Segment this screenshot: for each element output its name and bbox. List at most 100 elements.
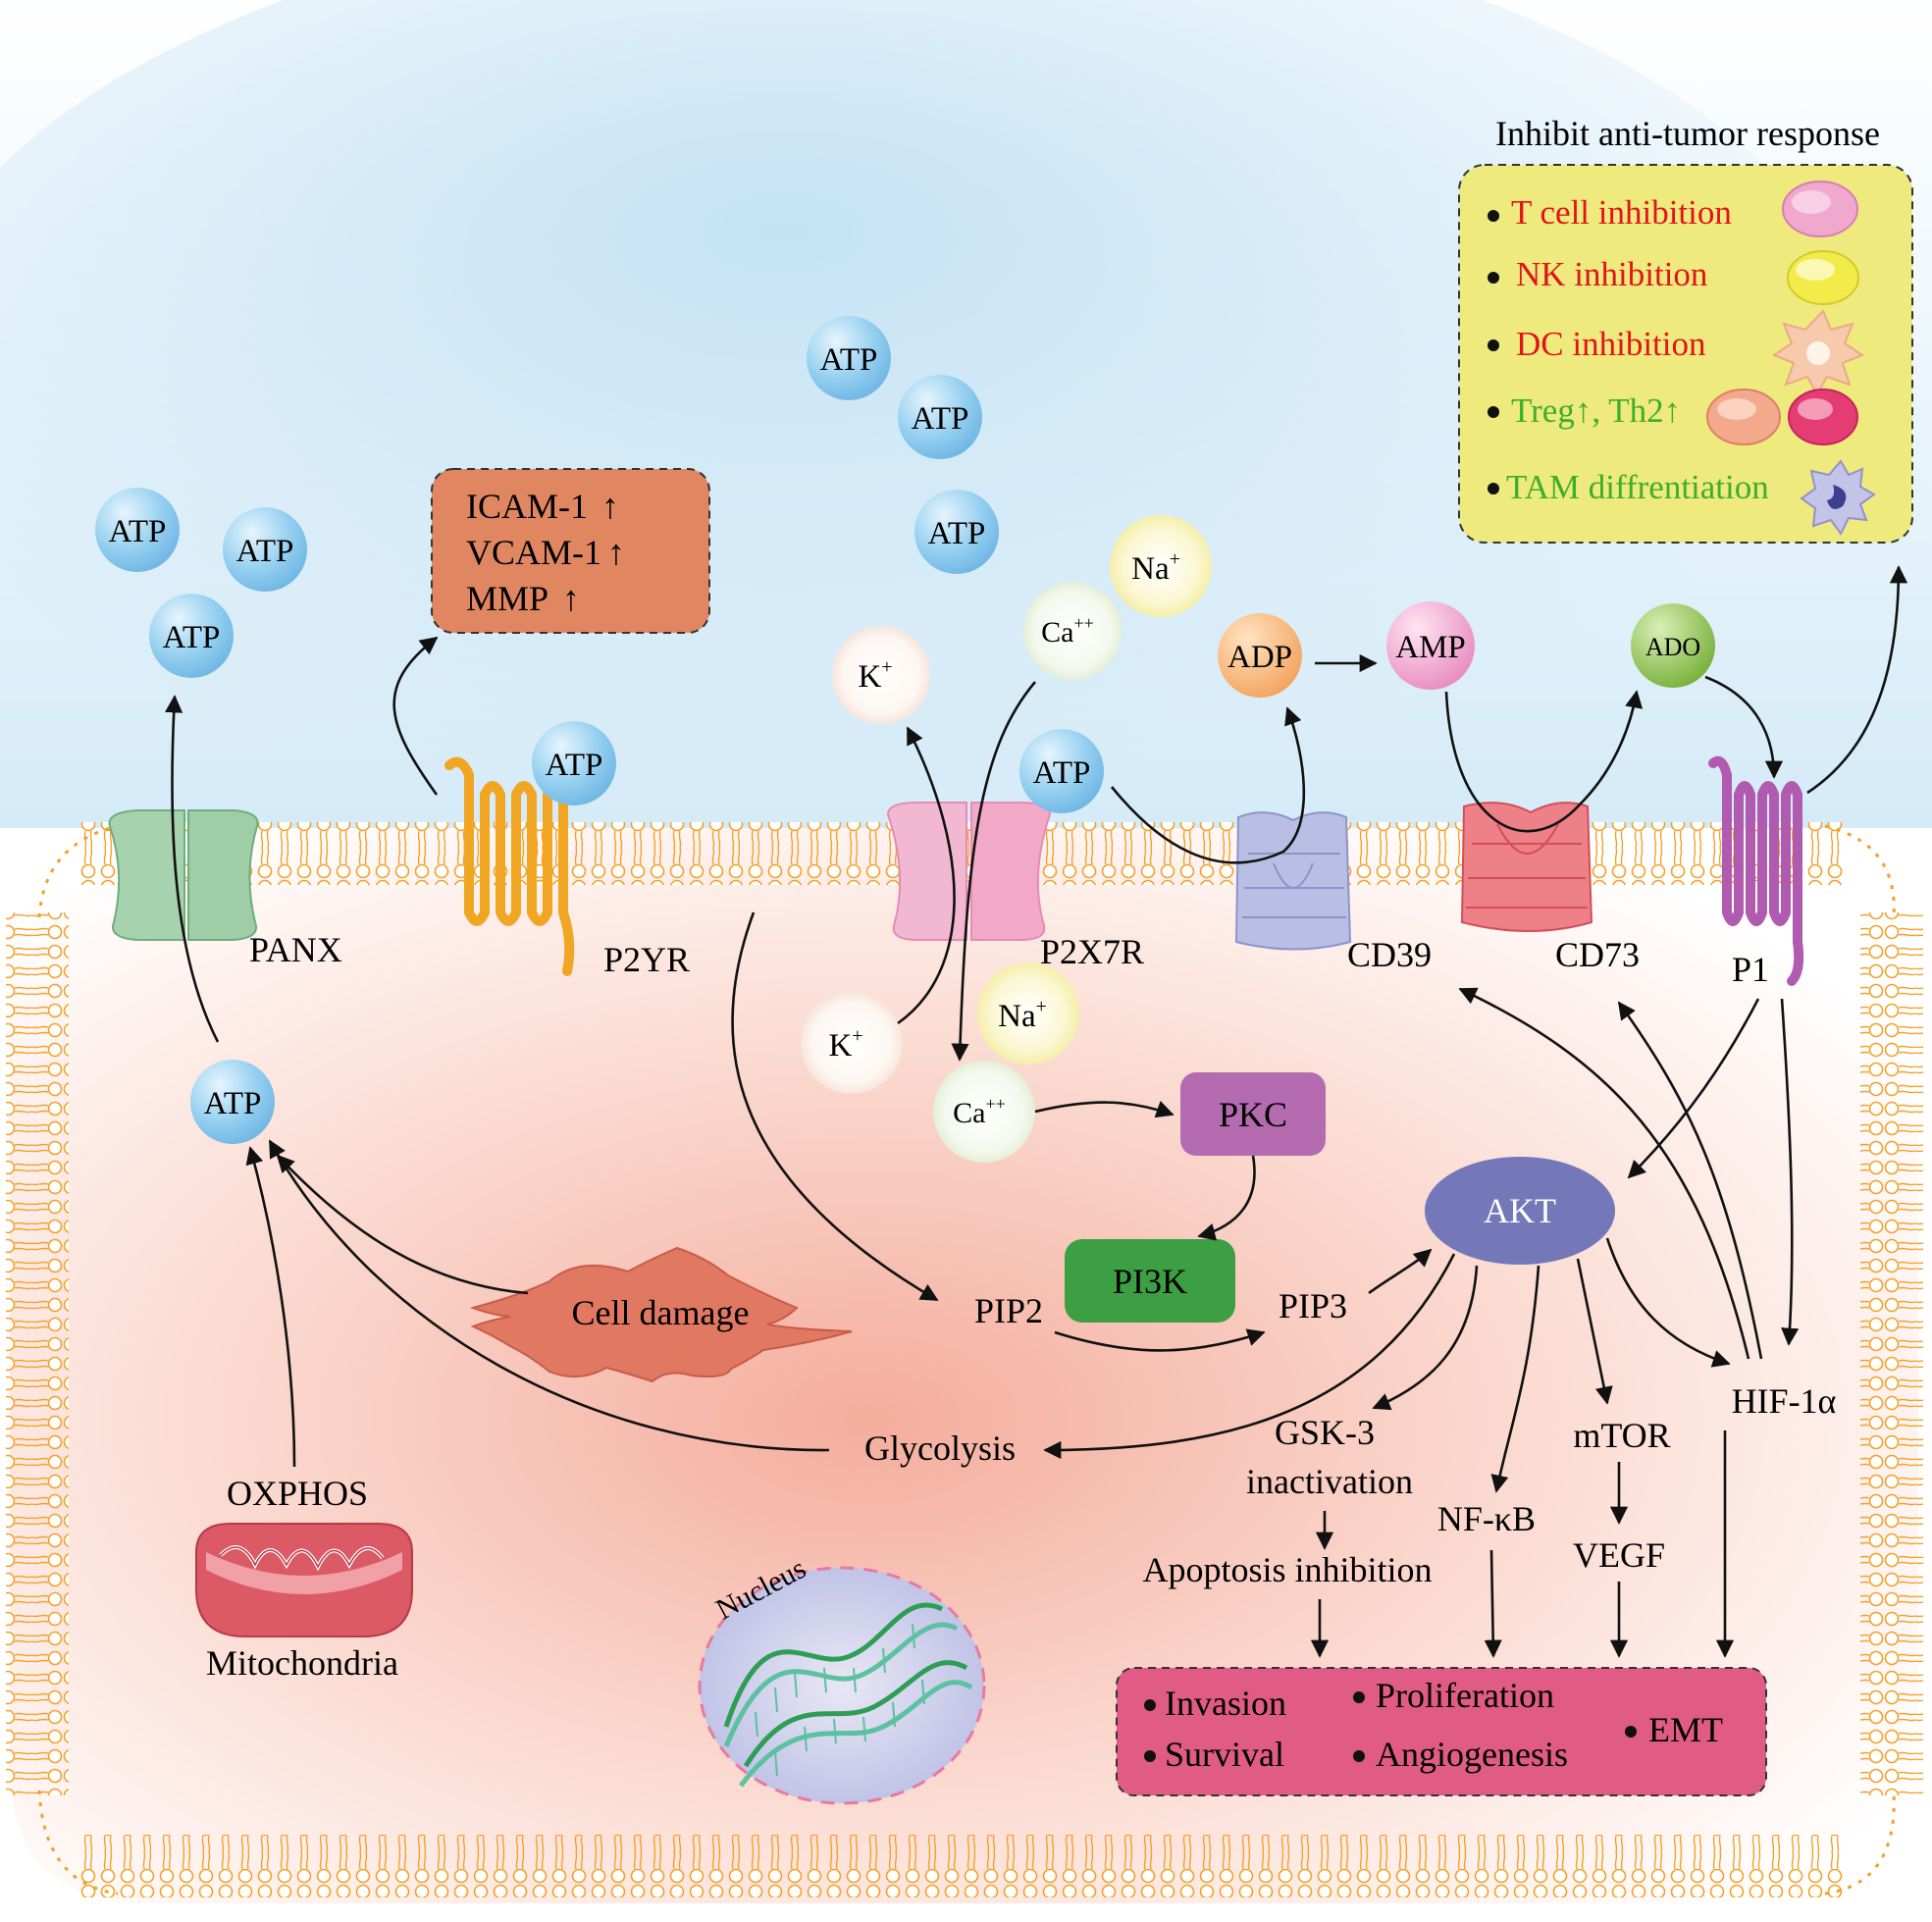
mitochondria-label: Mitochondria xyxy=(206,1643,398,1683)
svg-text:ATP: ATP xyxy=(546,748,603,783)
svg-text:PKC: PKC xyxy=(1219,1095,1287,1134)
arrow-damage-atp xyxy=(276,1154,529,1295)
cell-damage-icon xyxy=(469,1246,853,1383)
outcome-invasion: Invasion xyxy=(1165,1684,1286,1723)
tumor-outcome-box: Invasion Survival Proliferation Angiogen… xyxy=(1116,1667,1767,1796)
svg-text:K+: K+ xyxy=(828,1025,862,1064)
svg-text:Ca++: Ca++ xyxy=(1041,613,1094,649)
cytoplasm xyxy=(10,828,1918,1903)
intracellular-calcium-ion: Ca++ xyxy=(933,1061,1035,1163)
sodium-ion: Na+ xyxy=(1110,515,1212,617)
dendritic-cell-icon xyxy=(1771,309,1865,397)
intracellular-atp: ATP xyxy=(190,1060,275,1144)
svg-text:ATP: ATP xyxy=(820,342,878,378)
arrow-atp-adp xyxy=(1110,706,1306,864)
cd73-enzyme-icon xyxy=(1460,802,1593,932)
svg-text:PI3K: PI3K xyxy=(1113,1262,1187,1301)
outcome-survival: Survival xyxy=(1165,1735,1284,1774)
t-cell-icon xyxy=(1782,181,1858,237)
arrow-akt-gsk3 xyxy=(1372,1265,1479,1411)
atp-molecule: ATP xyxy=(532,721,616,805)
arrow-ca-pkc xyxy=(1034,1100,1175,1118)
arrow-ca-influx xyxy=(951,681,1036,1062)
arrow-pkc-pi3k xyxy=(1197,1155,1256,1241)
vegf-label: VEGF xyxy=(1573,1535,1665,1575)
arrow-nfkb-outcome xyxy=(1484,1549,1502,1658)
p1-receptor-icon xyxy=(1708,755,1804,986)
nfkb-label: NF-κB xyxy=(1437,1499,1536,1538)
cd39-enzyme-icon xyxy=(1234,811,1352,951)
svg-text:AMP: AMP xyxy=(1395,630,1466,665)
outcome-angiogenesis: Angiogenesis xyxy=(1376,1735,1568,1774)
p2yr-label: P2YR xyxy=(603,940,690,979)
calcium-ion: Ca++ xyxy=(1023,582,1122,680)
svg-text:ICAM-1↑: ICAM-1↑ xyxy=(466,487,619,526)
immune-item-label: T cell inhibition xyxy=(1511,193,1732,232)
arrow-hif-cd73 xyxy=(1617,1001,1763,1360)
pi3k-node: PI3K xyxy=(1065,1239,1235,1323)
cd73-label: CD73 xyxy=(1555,935,1640,974)
arrow-hif-cd39 xyxy=(1458,987,1750,1360)
akt-node: AKT xyxy=(1425,1157,1615,1265)
pathway-arrows xyxy=(165,565,1908,1658)
svg-text:Na+: Na+ xyxy=(1131,548,1180,587)
arrow-glycolysis-atp xyxy=(268,1139,830,1452)
arrow-akt-glycolysis xyxy=(1043,1253,1456,1460)
arrow-p2yr-adhesion xyxy=(392,636,439,796)
arrow-akt-nfkb xyxy=(1490,1265,1540,1493)
arrow-ado-p1 xyxy=(1704,675,1784,779)
outcome-emt: EMT xyxy=(1648,1710,1723,1749)
p2x7r-label: P2X7R xyxy=(1040,932,1144,971)
potassium-ion: K+ xyxy=(832,626,930,724)
svg-text:K+: K+ xyxy=(858,656,892,695)
immune-item-label: NK inhibition xyxy=(1516,255,1707,293)
arrow-p1-hif xyxy=(1780,998,1800,1346)
arrow-membrane-pip2 xyxy=(731,911,939,1302)
adhesion-molecule-box: ICAM-1↑ VCAM-1↑ MMP↑ xyxy=(431,468,710,634)
svg-text:ATP: ATP xyxy=(109,514,167,549)
atp-molecule: ATP xyxy=(149,594,234,678)
cd39-label: CD39 xyxy=(1347,935,1432,974)
arrow-oxphos-atp xyxy=(245,1146,296,1468)
svg-text:ADP: ADP xyxy=(1227,640,1292,675)
mtor-label: mTOR xyxy=(1573,1416,1670,1455)
oxphos-label: OXPHOS xyxy=(227,1474,368,1513)
nk-cell-icon xyxy=(1787,250,1859,305)
mitochondria-icon xyxy=(195,1523,413,1637)
atp-molecule: ATP xyxy=(1019,729,1104,813)
atp-molecule: ATP xyxy=(898,375,982,459)
arrow-k-efflux xyxy=(897,726,956,1025)
immune-inhibition-box: T cell inhibition NK inhibition DC inhib… xyxy=(1458,164,1913,544)
arrow-amp-ado xyxy=(1444,690,1644,833)
outcome-proliferation: Proliferation xyxy=(1376,1676,1554,1715)
arrow-akt-mtor xyxy=(1576,1258,1613,1405)
intracellular-sodium-ion: Na+ xyxy=(977,962,1079,1065)
svg-text:AKT: AKT xyxy=(1484,1191,1556,1230)
ado-molecule: ADO xyxy=(1631,603,1715,688)
svg-text:ATP: ATP xyxy=(912,401,969,437)
atp-molecule: ATP xyxy=(223,507,307,592)
arrow-pip3-akt xyxy=(1368,1248,1433,1295)
svg-text:ATP: ATP xyxy=(204,1086,262,1121)
intracellular-potassium-ion: K+ xyxy=(801,992,903,1094)
treg-th2-cells-icon xyxy=(1706,389,1858,445)
hif1a-label: HIF-1α xyxy=(1732,1381,1837,1421)
svg-text:VCAM-1↑: VCAM-1↑ xyxy=(466,533,625,572)
gsk3-label-line1: GSK-3 xyxy=(1275,1413,1375,1452)
svg-text:Ca++: Ca++ xyxy=(953,1094,1006,1129)
macrophage-icon xyxy=(1800,459,1876,536)
cell-damage-label: Cell damage xyxy=(572,1293,750,1332)
immune-item-label: DC inhibition xyxy=(1516,325,1706,363)
arrow-pip2-pip3 xyxy=(1054,1328,1266,1352)
atp-molecule: ATP xyxy=(914,490,999,574)
svg-text:MMP↑: MMP↑ xyxy=(466,579,580,618)
svg-text:ATP: ATP xyxy=(928,516,986,551)
pip3-label: PIP3 xyxy=(1279,1286,1347,1325)
pip2-label: PIP2 xyxy=(974,1291,1043,1330)
panx-label: PANX xyxy=(249,930,342,969)
pkc-node: PKC xyxy=(1180,1072,1326,1156)
immune-item-label: Treg↑, Th2↑ xyxy=(1511,391,1681,430)
glycolysis-label: Glycolysis xyxy=(864,1429,1016,1468)
